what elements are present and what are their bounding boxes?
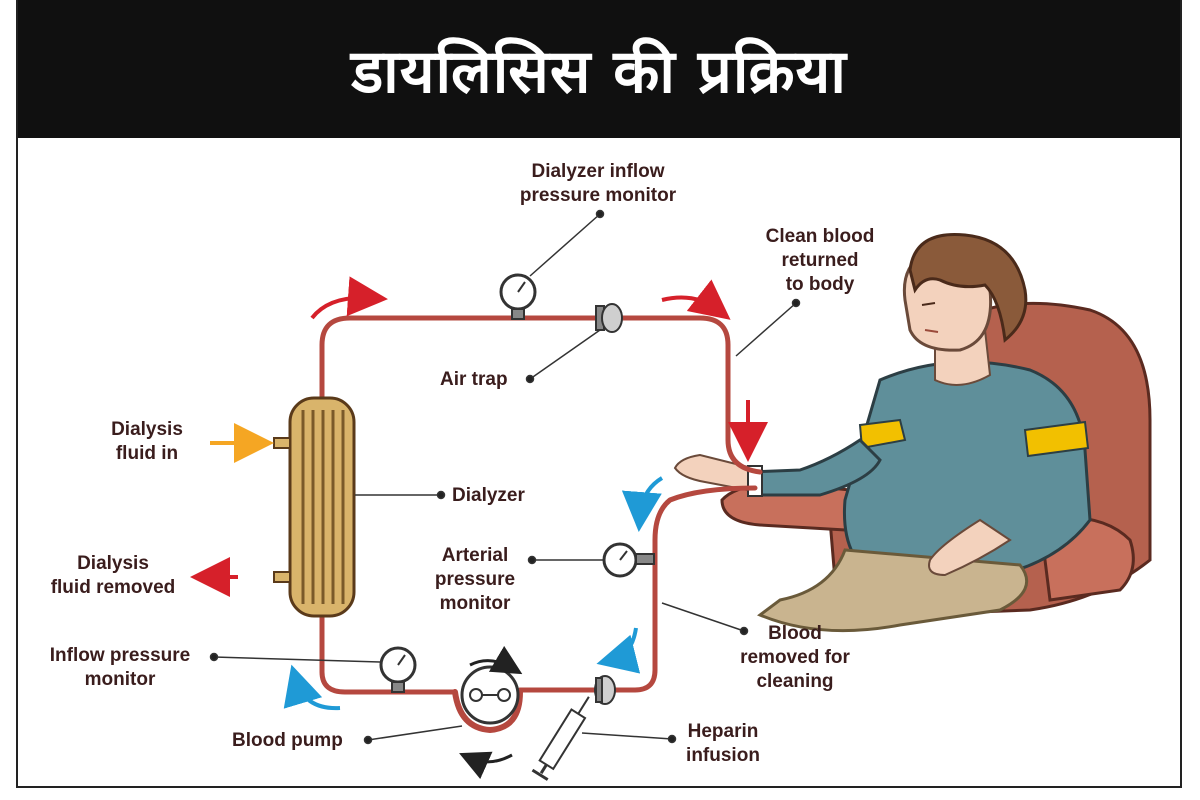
label-dialysis-fluid-removed: Dialysis fluid removed — [50, 553, 176, 598]
label-dialysis-fluid-in: Dialysis fluid in — [111, 419, 183, 464]
page-title: डायलिसिस की प्रक्रिया — [351, 37, 847, 107]
label-blood-removed: Blood removed for cleaning — [740, 623, 850, 692]
label-air-trap: Air trap — [440, 369, 508, 390]
leader-lines — [209, 209, 801, 745]
flow-arrow-blue-2 — [596, 627, 641, 674]
flow-arrow-blue-3 — [283, 664, 341, 711]
dialyzer-inflow-gauge — [499, 273, 537, 320]
flow-arrow-red-2 — [661, 279, 731, 320]
patient-hair — [908, 232, 1028, 343]
heparin-syringe — [531, 696, 590, 781]
arterial-pressure-gauge — [602, 542, 655, 578]
heparin-valve — [594, 675, 616, 705]
label-inflow-pressure: Inflow pressure monitor — [49, 645, 191, 690]
label-arterial-monitor: Arterial pressure monitor — [434, 545, 516, 614]
label-dialyzer: Dialyzer — [452, 485, 525, 506]
dialyzer-unit — [273, 396, 356, 618]
title-bar: डायलिसिस की प्रक्रिया — [16, 0, 1182, 138]
patient — [673, 232, 1092, 633]
label-heparin: Heparin infusion — [686, 721, 760, 766]
blood-pump-unit — [459, 645, 523, 780]
air-trap-valve — [595, 303, 623, 333]
flow-arrow-blue-1 — [621, 476, 664, 532]
label-dialyzer-inflow: Dialyzer inflow pressure monitor — [519, 161, 677, 206]
label-clean-blood: Clean blood returned to body — [765, 226, 875, 295]
flow-arrow-red-1 — [310, 276, 388, 320]
label-blood-pump: Blood pump — [232, 730, 343, 751]
inflow-pressure-gauge — [379, 646, 417, 693]
